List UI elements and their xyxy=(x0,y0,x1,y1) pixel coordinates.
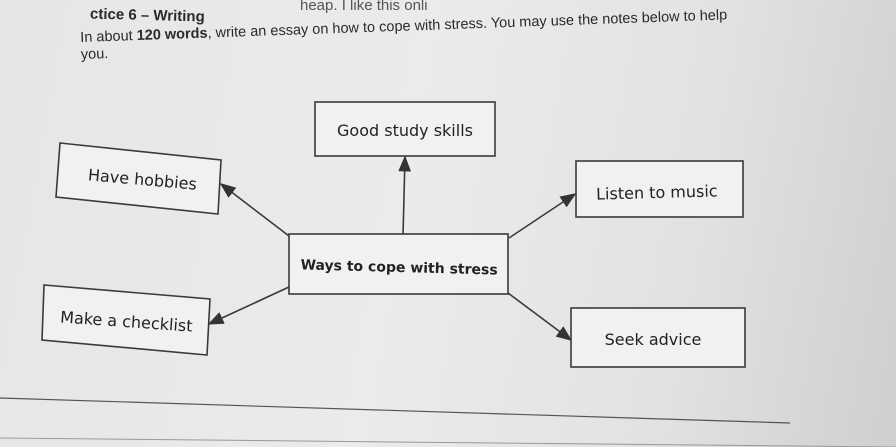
node-lower-right-box xyxy=(570,307,746,368)
node-top-box xyxy=(314,101,496,157)
cut-off-text: heap. I like this onli xyxy=(300,0,428,14)
node-upper-left-box xyxy=(55,142,222,215)
node-lower-right-label: Seek advice xyxy=(605,330,702,349)
node-lower-left-box xyxy=(41,284,211,356)
connector-upper-left xyxy=(219,183,290,237)
node-upper-right-box xyxy=(575,160,744,218)
connector-lower-left xyxy=(207,286,290,325)
writing-line xyxy=(0,397,791,424)
connector-top xyxy=(398,155,412,237)
node-top-label: Good study skills xyxy=(337,121,473,140)
connector-lower-right xyxy=(507,292,573,341)
writing-line xyxy=(0,437,896,447)
node-center-label: Ways to cope with stress xyxy=(300,257,498,278)
connector-upper-right xyxy=(508,193,577,239)
node-center-box xyxy=(288,233,509,295)
node-upper-right-label: Listen to music xyxy=(596,181,718,203)
